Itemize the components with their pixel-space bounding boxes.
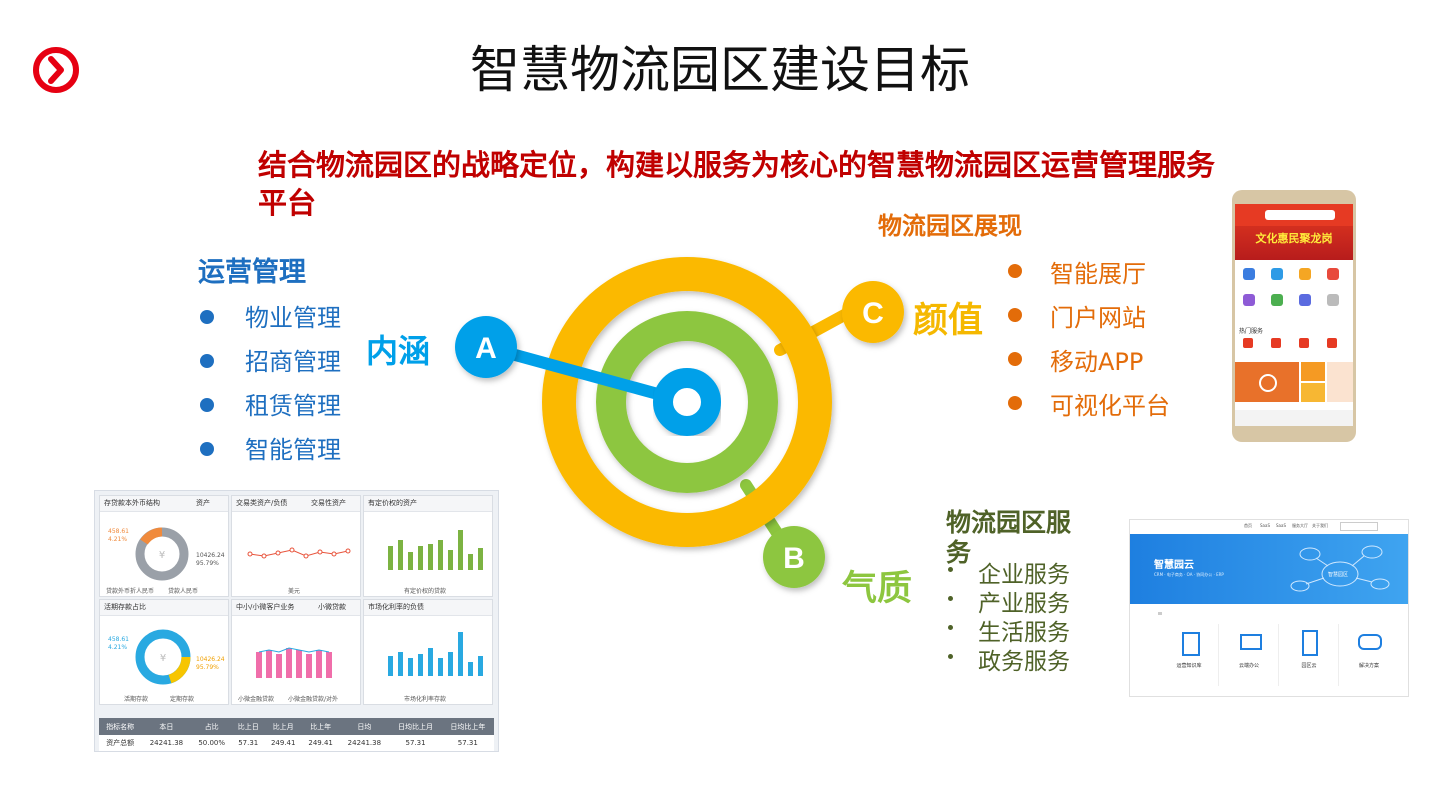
list-item: 门户网站 [1008, 298, 1208, 342]
dashboard-panel: 交易类资产/负债交易性资产 美元 [231, 495, 361, 597]
svg-text:¥: ¥ [160, 653, 166, 664]
showcase-title: 物流园区展现 [878, 212, 1022, 240]
connector-a [480, 341, 693, 408]
dashboard-panel: 中小/小微客户业务小微贷款 小微金融贷款 小微金融贷款/对外 [231, 599, 361, 705]
marker-a [455, 316, 517, 378]
phone-banner: 文化惠民聚龙岗 [1255, 232, 1333, 245]
dashboard-panel: 市场化利率的负债 市场化利率存款 [363, 599, 493, 705]
marker-a-label: A [475, 332, 497, 365]
dashboard-panel: 有定价权的资产 有定价权的贷款 [363, 495, 493, 597]
list-item: 物业管理 [200, 298, 400, 342]
operations-title: 运营管理 [198, 257, 306, 288]
website-hero-subtitle: CRM · 电子商务 · OA · 协同办公 · ERP [1154, 572, 1224, 577]
label-c: 颜值 [913, 301, 984, 341]
list-item: 产业服务 [946, 584, 1106, 617]
website-hero-title: 智慧园云 [1154, 560, 1194, 571]
target-diagram: A C B [455, 257, 904, 588]
label-b: 气质 [842, 569, 913, 609]
list-item: 政务服务 [946, 642, 1106, 675]
phone-screen: 文化惠民聚龙岗 热门服务 [1235, 204, 1353, 426]
svg-text:¥: ¥ [159, 550, 165, 561]
showcase-list: 智能展厅 门户网站 移动APP 可视化平台 [1008, 254, 1208, 430]
services-list: 企业服务 产业服务 生活服务 政务服务 [946, 555, 1106, 675]
list-item: 招商管理 [200, 342, 400, 386]
marker-c [842, 281, 904, 343]
marker-b-label: B [783, 542, 805, 575]
list-item: 企业服务 [946, 555, 1106, 588]
cloud-icon [1290, 545, 1390, 592]
list-item: 生活服务 [946, 613, 1106, 646]
list-item: 租赁管理 [200, 386, 400, 430]
list-item: 移动APP [1008, 342, 1208, 386]
label-a: 内涵 [366, 332, 431, 370]
list-item: 可视化平台 [1008, 386, 1208, 430]
logo-icon [30, 44, 82, 96]
dashboard-panel: 存贷款本外币结构资产 ¥ 458.61 4.21% 10426.24 95.79… [99, 495, 229, 597]
page-subtitle: 结合物流园区的战略定位，构建以服务为核心的智慧物流园区运营管理服务平台 [258, 148, 1216, 220]
inner-ring [653, 368, 721, 436]
outer-ring [542, 257, 832, 547]
operations-list: 物业管理 招商管理 租赁管理 智能管理 [200, 298, 400, 474]
website-mockup: 首页 SaaS SaaS 服务大厅 关于我们 智慧园云 CRM · 电子商务 ·… [1129, 519, 1409, 697]
services-title: 物流园区服务 [946, 508, 1072, 567]
phone-hot-label: 热门服务 [1239, 328, 1264, 335]
marker-c-label: C [862, 297, 884, 330]
list-item: 智能展厅 [1008, 254, 1208, 298]
dashboard-screenshot: 存贷款本外币结构资产 ¥ 458.61 4.21% 10426.24 95.79… [94, 490, 499, 752]
middle-ring [596, 311, 778, 493]
page-title: 智慧物流园区建设目标 [470, 41, 970, 99]
website-hero-badge: 智慧园区 [1328, 572, 1349, 578]
phone-mockup: 文化惠民聚龙岗 热门服务 [1232, 190, 1356, 442]
marker-b [763, 526, 825, 588]
list-item: 智能管理 [200, 430, 400, 474]
dashboard-panel: 活期存款占比 ¥ 458.61 4.21% 10426.24 95.79% 活期… [99, 599, 229, 705]
